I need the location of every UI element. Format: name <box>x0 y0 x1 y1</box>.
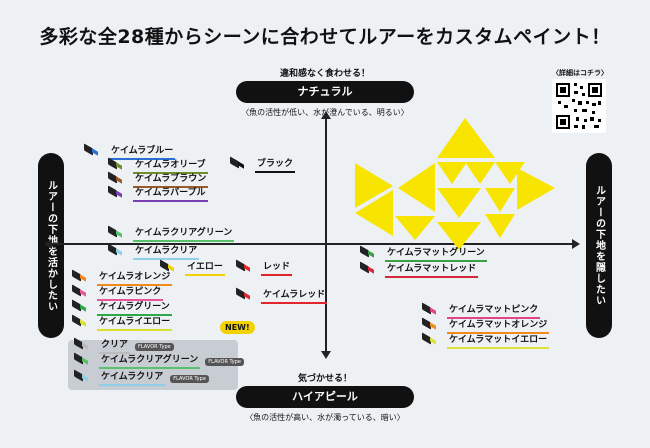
natural-pill: ナチュラル <box>236 81 414 103</box>
new-badge: NEW! <box>220 321 255 334</box>
fish-triangles-graphic <box>355 118 555 250</box>
lure-item: ケイムラピンク <box>72 284 164 301</box>
lure-item: ケイムライエロー <box>72 314 173 331</box>
lure-item: ケイムラパープル <box>108 185 208 202</box>
lure-icon <box>360 245 382 262</box>
lure-item: ケイムラマットレッド <box>360 261 479 278</box>
lure-icon <box>422 302 444 319</box>
lure-item: ケイムラマットピンク <box>422 302 541 319</box>
arrow-left-icon <box>44 239 52 249</box>
lure-item: ケイムラブラウン <box>108 171 209 188</box>
lure-icon <box>74 369 96 386</box>
lure-item: ケイムラオリーブ <box>108 157 208 174</box>
lure-icon <box>360 261 382 278</box>
lure-icon <box>236 259 258 276</box>
arrow-right-icon <box>572 239 580 249</box>
lure-icon <box>422 317 444 334</box>
bottom-subtitle: 〈魚の活性が高い、水が濁っている、暗い〉 <box>245 413 405 422</box>
lure-icon <box>72 269 94 286</box>
lure-item: ケイムラグリーン <box>72 299 172 316</box>
lure-icon <box>236 287 258 304</box>
arrow-down-icon <box>321 351 331 359</box>
right-label-pill: ルアーの下地を隠したい <box>586 153 612 338</box>
lure-item: ケイムラオレンジ <box>72 269 173 286</box>
lure-icon <box>108 157 130 174</box>
lure-item: ケイムラマットグリーン <box>360 245 487 262</box>
flavor-tag: FLAVOR Type <box>170 375 209 383</box>
lure-icon <box>72 284 94 301</box>
lure-item: ケイムラマットオレンジ <box>422 317 550 334</box>
lure-icon <box>230 156 252 173</box>
vertical-axis <box>325 115 327 353</box>
top-caption: 違和感なく食わせる！ <box>279 69 370 79</box>
lure-icon <box>108 243 130 260</box>
qr-code-icon <box>556 83 602 129</box>
horizontal-axis <box>50 243 575 245</box>
lure-icon <box>422 332 444 349</box>
lure-icon <box>74 352 96 369</box>
bottom-caption: 気づかせる！ <box>297 374 352 384</box>
lure-icon <box>108 185 130 202</box>
page-title: 多彩な全28種からシーンに合わせてルアーをカスタムペイント！ <box>39 26 611 48</box>
lure-item: ブラック <box>230 156 296 173</box>
lure-item: ケイムラレッド <box>236 287 328 304</box>
lure-item: イエロー <box>160 259 225 276</box>
arrow-up-icon <box>321 111 331 119</box>
lure-item: レッド <box>236 259 293 276</box>
lure-icon <box>108 171 130 188</box>
lure-item: ケイムラマットイエロー <box>422 332 550 349</box>
lure-item: ケイムラブルー <box>84 143 176 160</box>
lure-icon <box>72 314 94 331</box>
flavor-tag: FLAVOR Type <box>205 358 244 366</box>
qr-code[interactable] <box>552 79 606 133</box>
lure-icon <box>72 299 94 316</box>
lure-item: ケイムラクリア <box>108 243 200 260</box>
high-appeal-pill: ハイアピール <box>236 386 414 408</box>
qr-caption: 〈詳細はコチラ〉 <box>552 69 608 77</box>
lure-icon <box>108 225 130 242</box>
lure-icon <box>74 337 96 354</box>
lure-icon <box>84 143 106 160</box>
lure-item: ケイムラクリアグリーン <box>108 225 235 242</box>
flavor-tag: FLAVOR Type <box>135 343 174 351</box>
right-label: ルアーの下地を隠したい <box>593 185 605 306</box>
